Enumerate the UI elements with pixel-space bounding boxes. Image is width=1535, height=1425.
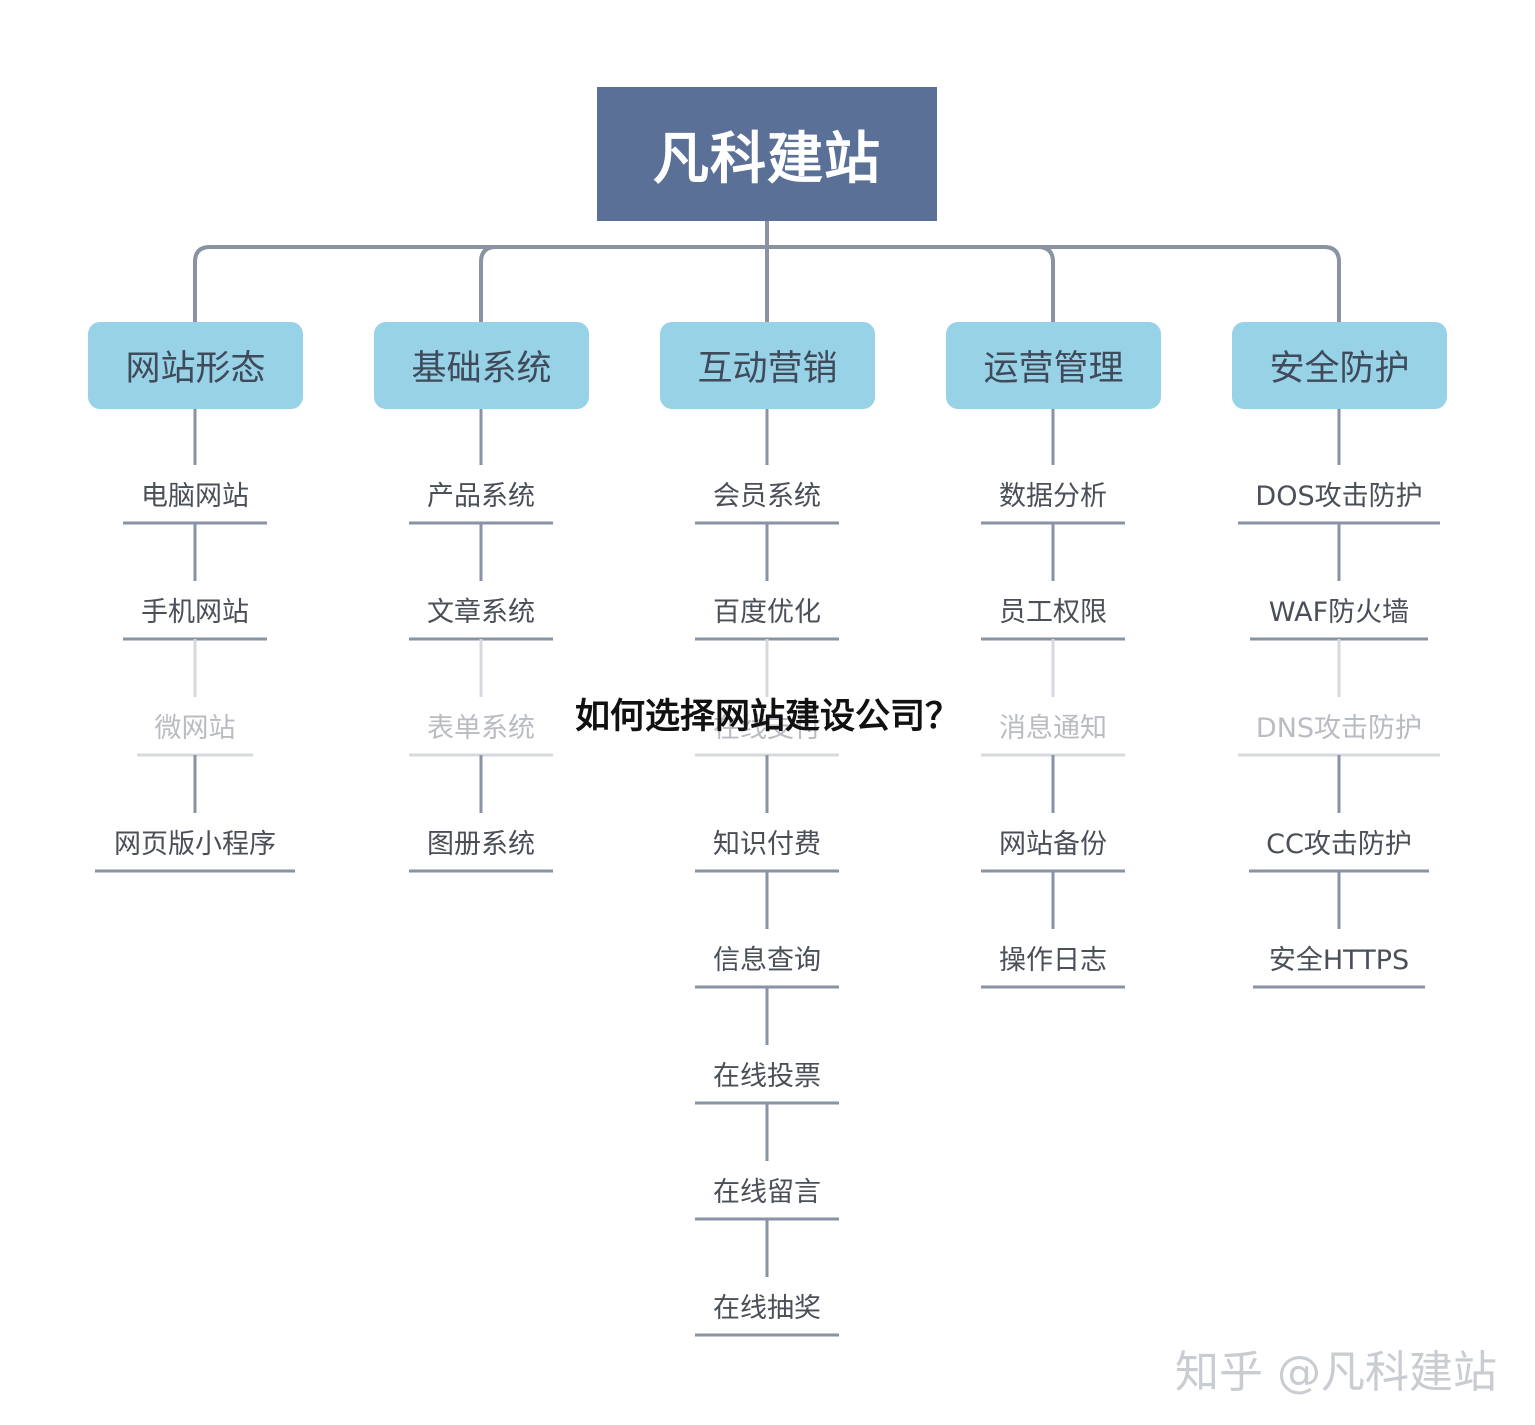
leaf-item: 网页版小程序 [114, 828, 276, 860]
category-node-interactive-marketing: 互动营销 [660, 322, 875, 409]
category-node-security: 安全防护 [1232, 322, 1447, 409]
overlay-title: 如何选择网站建设公司？ [574, 697, 960, 737]
leaf-item: 图册系统 [427, 828, 535, 860]
leaf-item: CC攻击防护 [1266, 828, 1412, 860]
leaf-item: 数据分析 [999, 480, 1107, 512]
leaf-item: DNS攻击防护 [1255, 712, 1423, 744]
category-node-basic-system: 基础系统 [374, 322, 589, 409]
category-bus-line [193, 245, 1341, 322]
category-drop-curve [1037, 245, 1055, 263]
leaf-item: 产品系统 [427, 480, 535, 512]
category-label: 基础系统 [411, 349, 552, 389]
leaf-item: 在线支付 [713, 712, 821, 744]
leaf-item: 信息查询 [713, 944, 821, 976]
leaf-item: 员工权限 [999, 596, 1107, 628]
leaf-item: DOS攻击防护 [1255, 480, 1423, 512]
root-node: 凡科建站 [597, 87, 937, 221]
leaf-item: 安全HTTPS [1268, 944, 1410, 976]
leaf-item: 在线抽奖 [713, 1292, 821, 1324]
watermark: 知乎 @凡科建站 [1175, 1347, 1497, 1398]
leaf-item: 在线留言 [713, 1176, 821, 1208]
leaf-item: 表单系统 [427, 712, 535, 744]
root-node-label: 凡科建站 [653, 126, 881, 192]
leaf-item: 会员系统 [713, 480, 821, 512]
leaf-item: 在线投票 [713, 1060, 821, 1092]
category-node-operations: 运营管理 [946, 322, 1161, 409]
leaf-item: 操作日志 [999, 944, 1107, 976]
category-label: 运营管理 [983, 349, 1124, 389]
category-node-web-form: 网站形态 [88, 322, 303, 409]
category-drop-curve [479, 245, 497, 263]
leaf-item: 微网站 [154, 712, 236, 744]
category-label: 安全防护 [1269, 349, 1410, 389]
leaf-item: 文章系统 [427, 596, 535, 628]
leaf-item: 手机网站 [141, 596, 249, 628]
leaf-item: WAF防火墙 [1268, 596, 1410, 628]
category-label: 网站形态 [125, 349, 266, 389]
leaf-item: 知识付费 [713, 828, 821, 860]
leaf-item: 电脑网站 [141, 480, 249, 512]
leaf-item: 消息通知 [999, 712, 1107, 744]
leaf-item: 百度优化 [713, 596, 821, 628]
category-label: 互动营销 [697, 349, 838, 389]
leaf-item: 网站备份 [999, 828, 1107, 860]
